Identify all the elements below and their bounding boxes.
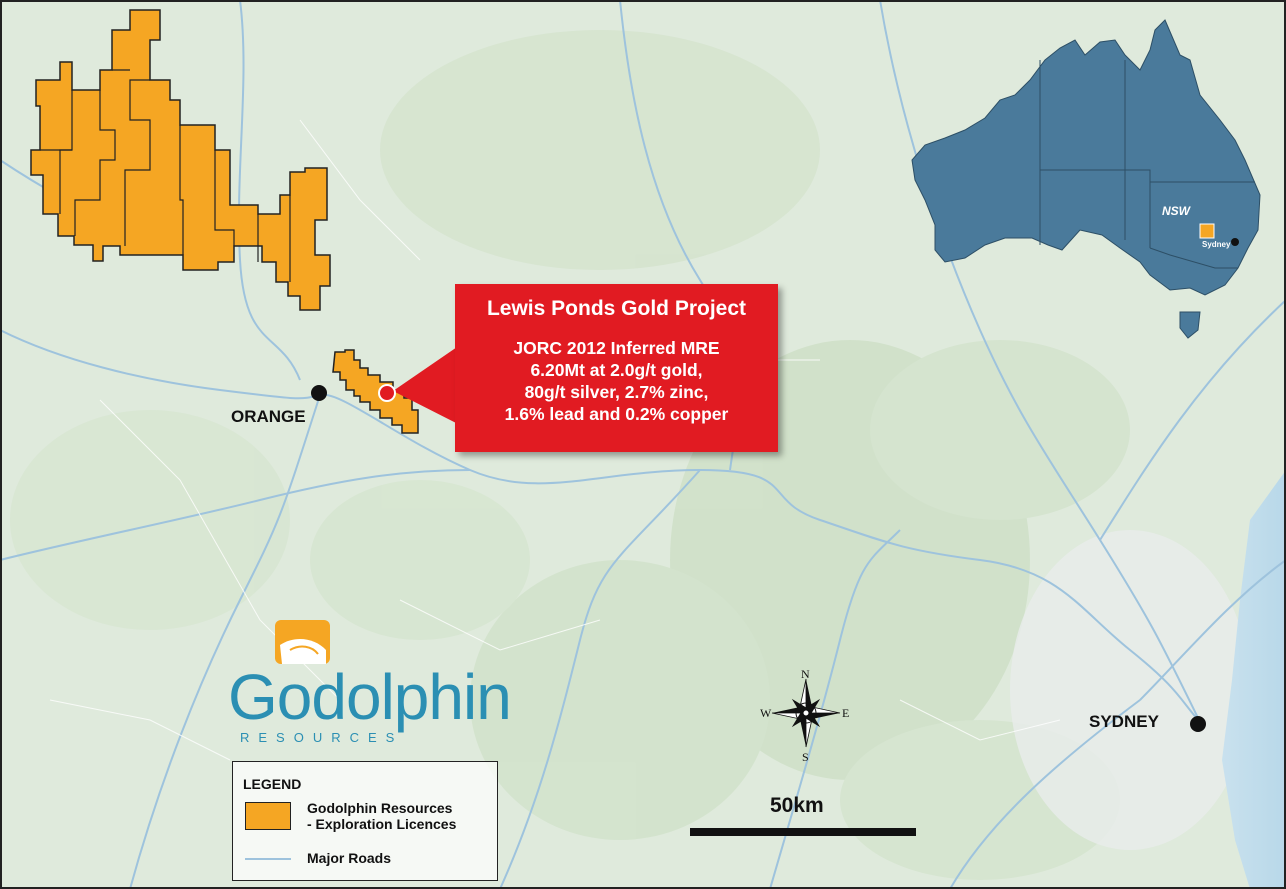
callout-line-3: 80g/t silver, 2.7% zinc, [524,382,709,402]
australia-mainland [911,19,1261,296]
callout-line-2: 6.20Mt at 2.0g/t gold, [530,360,703,380]
lewis-ponds-licence [332,349,419,434]
sea [1222,470,1286,889]
urban-area [1010,530,1250,850]
project-location-marker [378,384,396,402]
legend-licence-line-2: - Exploration Licences [307,816,457,832]
inset-sydney-label: Sydney [1202,240,1231,249]
compass-w: W [760,706,772,720]
project-callout: Lewis Ponds Gold Project JORC 2012 Infer… [455,284,778,452]
callout-body: JORC 2012 Inferred MRE 6.20Mt at 2.0g/t … [455,337,778,425]
australia-inset [911,19,1261,339]
sydney-town-marker [1190,716,1206,732]
map-legend: LEGEND Godolphin Resources - Exploration… [232,761,498,881]
logo-mark [275,620,330,664]
compass-rose [771,678,841,748]
logo-tagline: RESOURCES [240,730,404,745]
logo-wordmark: Godolphin [228,661,512,733]
legend-road-line [245,858,291,860]
tasmania [1179,311,1201,339]
callout-pointer [393,345,460,425]
orange-town-marker [311,385,327,401]
legend-licence-label: Godolphin Resources - Exploration Licenc… [307,800,456,832]
callout-line-4: 1.6% lead and 0.2% copper [504,404,729,424]
legend-road-label: Major Roads [307,850,392,866]
compass-s: S [802,750,809,764]
scale-label: 50km [770,794,824,817]
legend-licence-swatch [245,802,291,830]
legend-licence-line-1: Godolphin Resources [307,800,453,816]
callout-title: Lewis Ponds Gold Project [486,297,747,320]
orange-label: ORANGE [231,407,306,426]
legend-title: LEGEND [243,776,302,792]
licence-boundaries [40,69,291,282]
godolphin-logo: Godolphin RESOURCES [225,620,545,750]
compass-n: N [801,667,810,681]
state-borders [1039,60,1255,269]
inset-nsw-label: NSW [1162,204,1190,218]
callout-line-1: JORC 2012 Inferred MRE [513,338,720,358]
scale-bar [690,828,916,836]
sydney-label: SYDNEY [1089,712,1159,731]
compass-e: E [842,706,850,720]
